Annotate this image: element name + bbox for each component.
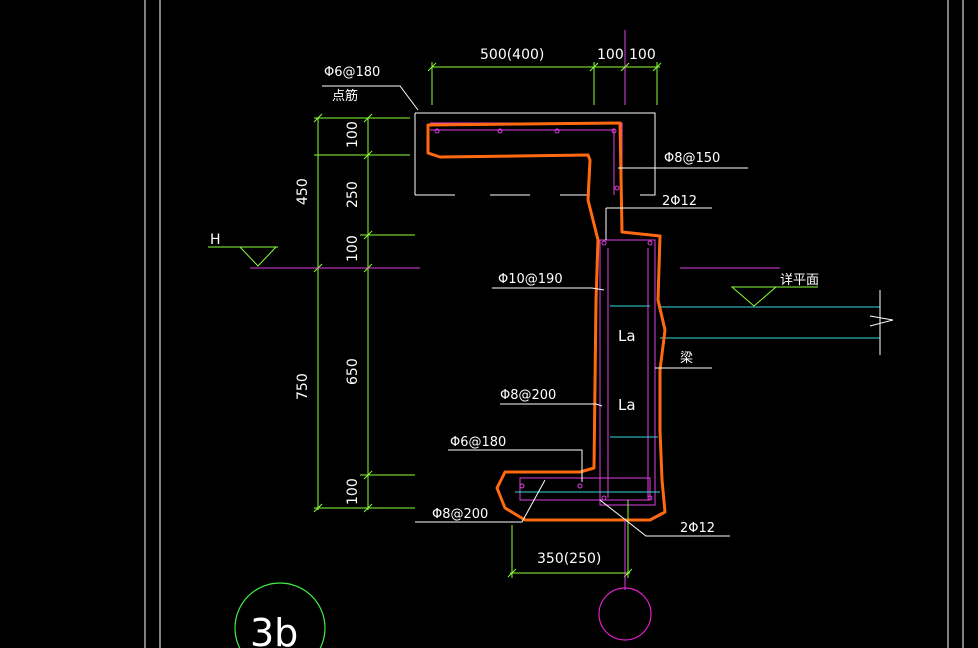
label-la-2: La	[618, 396, 636, 414]
dim-top-width: 500(400)	[480, 47, 544, 63]
dim-left-d5: 100	[345, 478, 361, 505]
dim-bottom-width: 350(250)	[537, 551, 601, 567]
dim-left-d4: 650	[345, 358, 361, 385]
dim-left-lower: 750	[295, 373, 311, 400]
beam-lines	[515, 290, 894, 493]
dim-left-d2: 250	[345, 181, 361, 208]
frame-lines	[144, 0, 964, 648]
dim-left-upper: 450	[295, 178, 311, 205]
leader-lines	[250, 85, 780, 590]
elevation-mark-h	[208, 246, 278, 267]
label-detail-plan: 详平面	[780, 273, 819, 288]
label-top-rebar-note: 点筋	[332, 88, 358, 104]
label-beam: 梁	[680, 351, 693, 366]
dim-top-right-b: 100	[629, 47, 656, 63]
label-phi8-mid: Φ8@200	[500, 388, 556, 403]
dimension-ticks	[313, 62, 662, 578]
label-phi8-bottom: Φ8@200	[432, 507, 488, 522]
detail-circle	[234, 582, 326, 648]
detail-number: 3b	[250, 611, 298, 648]
dim-left-d3: 100	[345, 235, 361, 262]
rebar-dots	[434, 128, 653, 501]
label-la-1: La	[618, 327, 636, 345]
label-phi6-low: Φ6@180	[450, 435, 506, 450]
highlight-outline	[426, 121, 667, 522]
axis-circle	[598, 587, 652, 641]
label-elevation-h: H	[210, 232, 221, 248]
label-phi10: Φ10@190	[498, 272, 563, 287]
label-top-rebar: Φ6@180	[324, 65, 380, 80]
label-2phi12-bottom: 2Φ12	[680, 521, 715, 536]
elevation-mark-detail	[730, 286, 818, 307]
dim-top-right-a: 100	[597, 47, 624, 63]
concrete-outline	[414, 111, 656, 196]
label-rebar-right-top: Φ8@150	[664, 151, 720, 166]
dim-left-d1: 100	[345, 121, 361, 148]
label-2phi12-top: 2Φ12	[662, 194, 697, 209]
